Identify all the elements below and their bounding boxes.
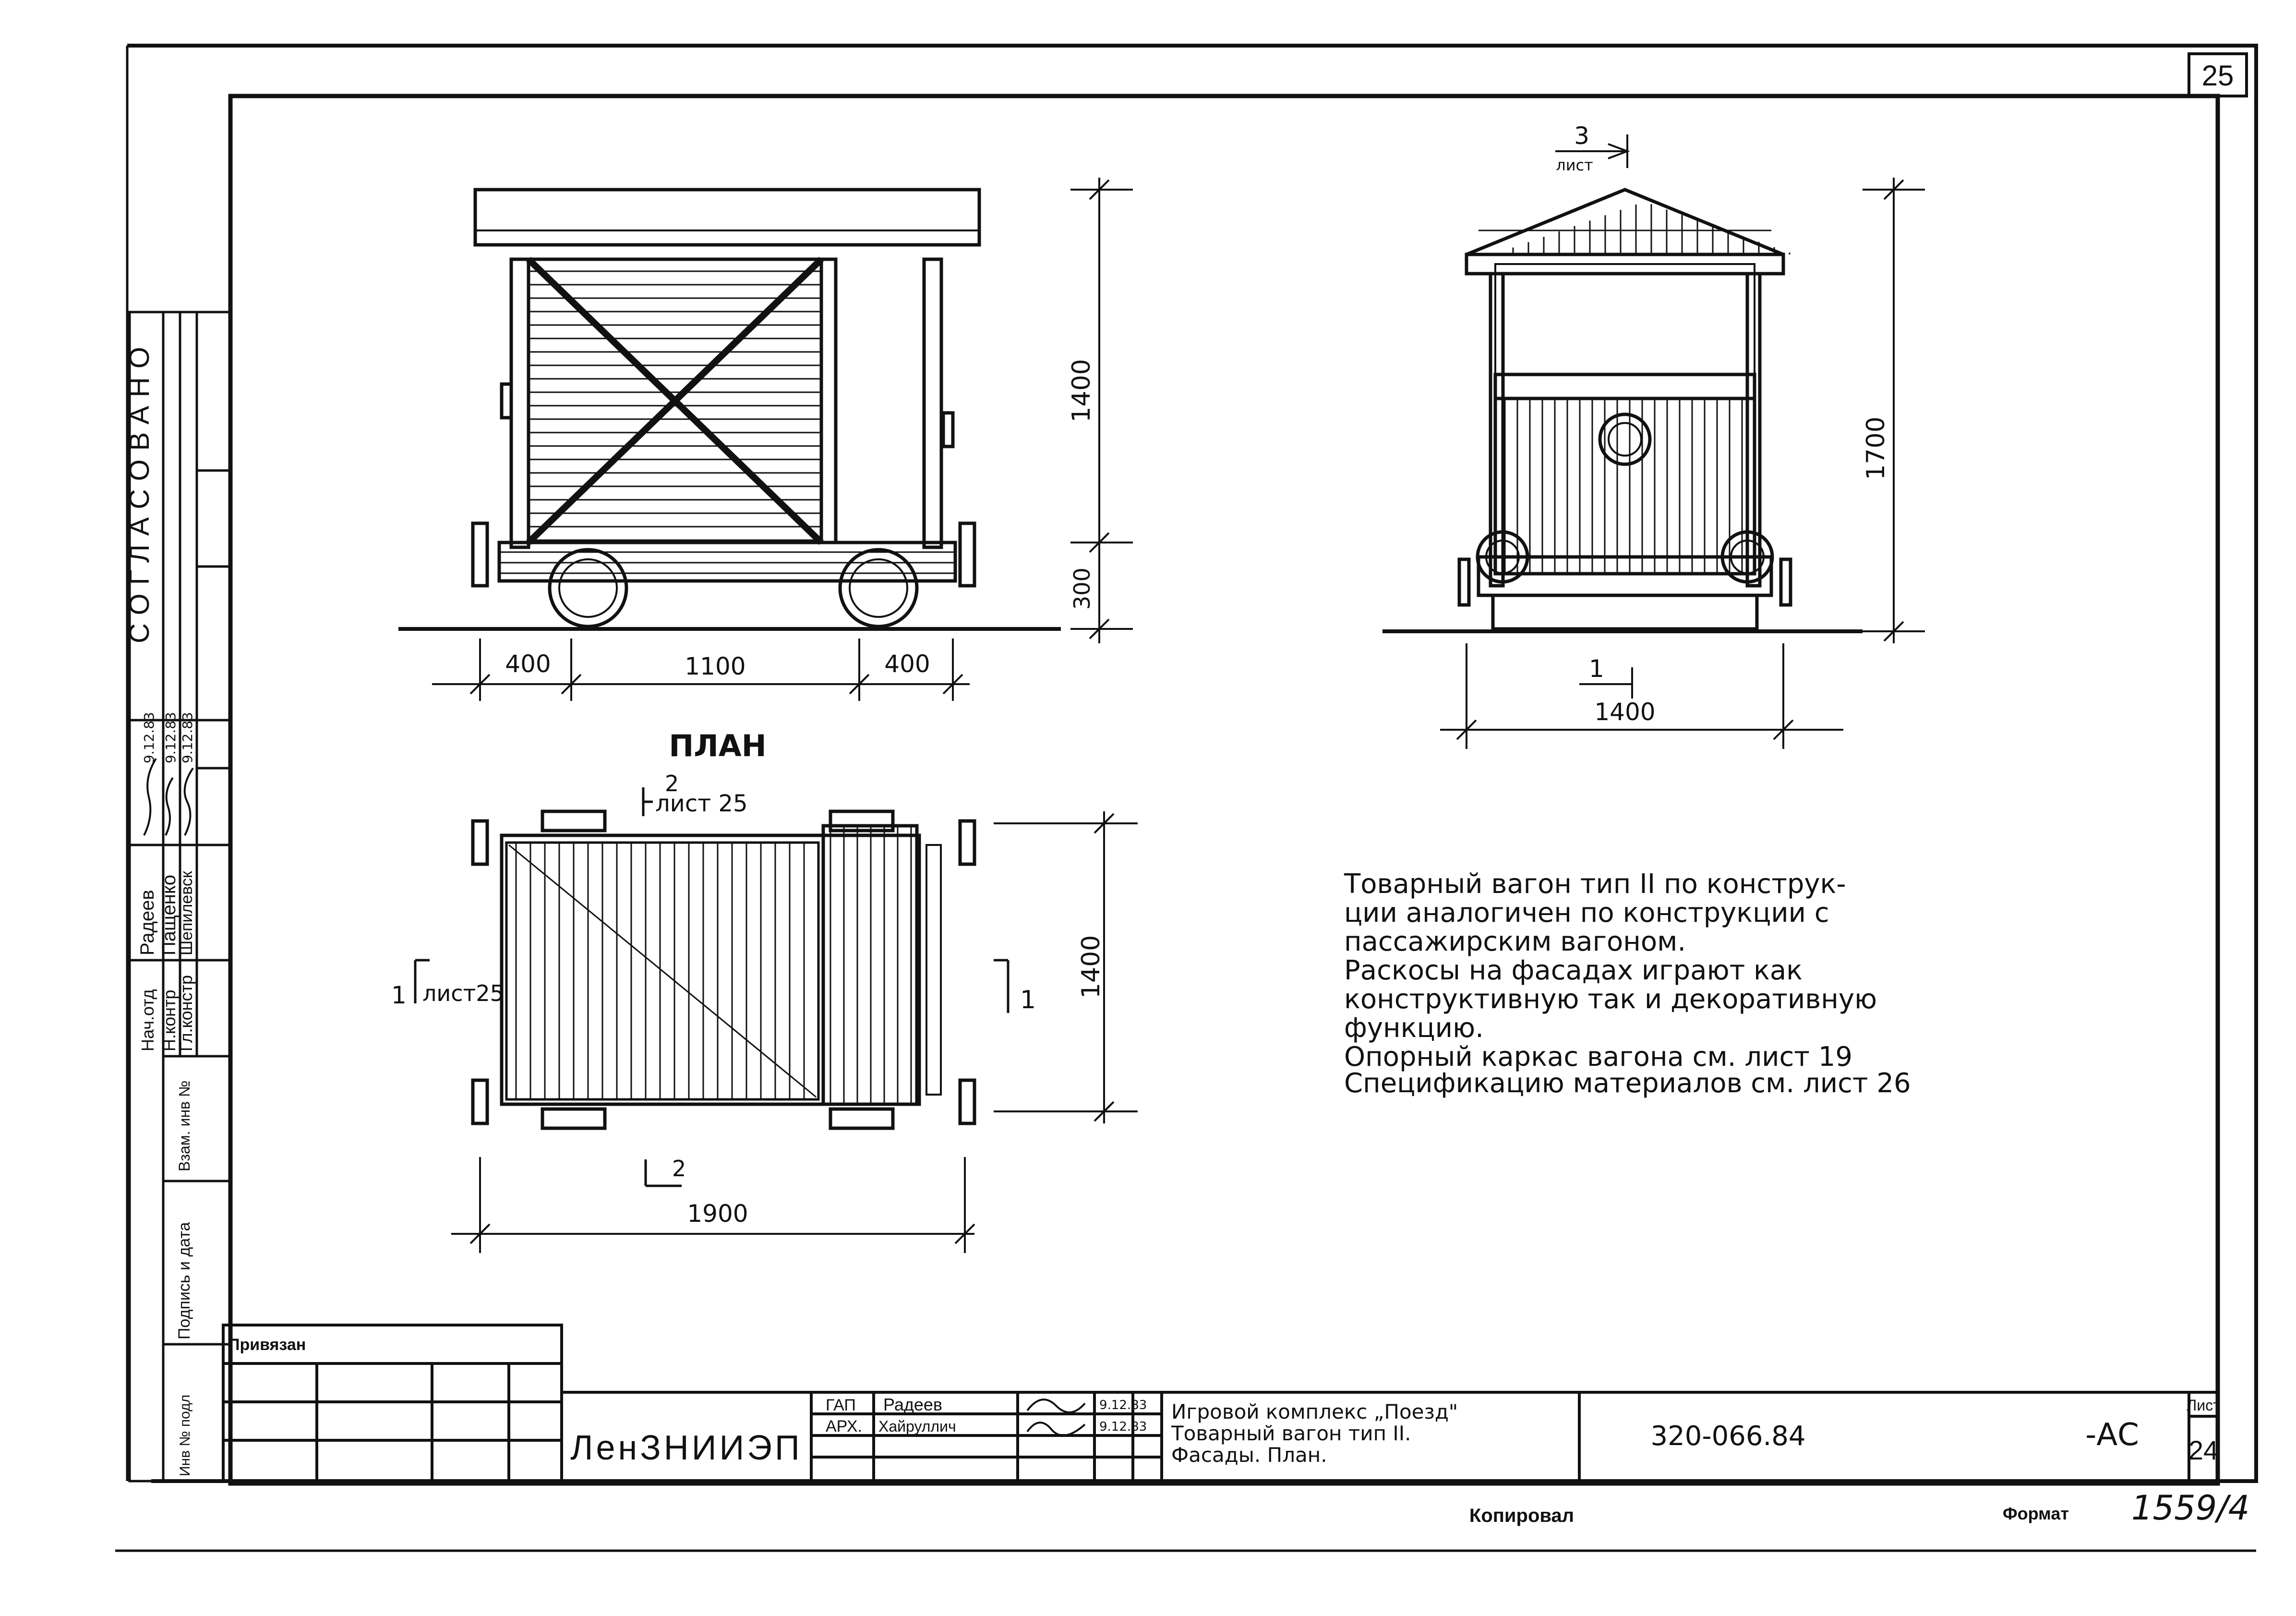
front-cut-mark: 1 <box>1589 655 1604 683</box>
notes-block: Товарный вагон тип II по конструк- ции а… <box>1344 868 1911 1099</box>
stamp-role-1: Нач.отд <box>138 989 157 1051</box>
bound-label: Привязан <box>228 1336 306 1354</box>
stamp-date-1: 9.12.83 <box>141 712 157 763</box>
plan-cut-left-sheet: лист25 <box>422 980 504 1006</box>
plan-view <box>471 809 976 1130</box>
project-title-line-1: Игровой комплекс „Поезд" <box>1171 1400 1458 1423</box>
side-dim-height-lower: 300 <box>1069 567 1095 610</box>
sheet-number: 24 <box>2188 1435 2218 1465</box>
title-role-1: ГАП <box>826 1396 856 1414</box>
page-number: 25 <box>2202 60 2234 92</box>
project-title-line-2: Товарный вагон тип II. <box>1171 1422 1411 1445</box>
format-label: Формат <box>2003 1504 2069 1523</box>
side-dim-bottom-right: 400 <box>884 650 930 678</box>
note-line-1: Товарный вагон тип II по конструк- <box>1344 868 1846 900</box>
stamp-name-1: Радеев <box>137 890 158 955</box>
plan-cut-marks <box>414 787 1010 1187</box>
stamp-name-3: Шепилевск <box>178 870 196 955</box>
front-section-mark-sheet: лист <box>1556 156 1593 174</box>
title-role-2: АРХ. <box>826 1417 862 1435</box>
note-line-3: пассажирским вагоном. <box>1344 926 1686 957</box>
document-code: 320-066.84 <box>1650 1421 1805 1452</box>
plan-cut-top-sheet: лист 25 <box>655 790 748 817</box>
stamp-signatures <box>143 758 194 836</box>
stamp-cell-replace: Взам. инв № <box>176 1081 193 1171</box>
left-stamp <box>128 311 232 1483</box>
stamp-date-2: 9.12.83 <box>163 712 179 763</box>
front-section-mark <box>1555 134 1630 168</box>
plan-title: ПЛАН <box>669 728 766 763</box>
plan-dimensions <box>451 811 1138 1253</box>
format-value: 1559/4 <box>2131 1488 2249 1528</box>
side-dim-bottom-left: 400 <box>505 650 551 678</box>
project-title-line-3: Фасады. План. <box>1171 1443 1327 1467</box>
stamp-cell-inv: Инв № подл <box>177 1395 193 1476</box>
side-dim-height-upper: 1400 <box>1067 359 1096 422</box>
plan-cut-right-number: 1 <box>1020 986 1036 1014</box>
title-block-frame <box>222 1324 2218 1483</box>
note-line-2: ции аналогичен по конструкции с <box>1344 897 1829 929</box>
title-name-1: Радеев <box>883 1395 942 1414</box>
plan-dim-width: 1900 <box>687 1200 748 1228</box>
plan-cut-bottom-number: 2 <box>672 1156 686 1182</box>
note-line-7: Опорный каркас вагона см. лист 19 <box>1344 1041 1852 1073</box>
sheet-label: Лист <box>2187 1397 2220 1414</box>
stamp-cell-sign: Подпись и дата <box>175 1222 193 1339</box>
plan-cut-left-number: 1 <box>391 981 407 1009</box>
front-dim-height: 1700 <box>1862 417 1890 480</box>
title-signatures <box>1026 1399 1086 1436</box>
agreed-label: СОГЛАСОВАНО <box>124 338 155 643</box>
side-dimensions <box>432 178 1133 701</box>
note-line-5: конструктивную так и декоративную <box>1344 984 1877 1015</box>
note-line-8: Спецификацию материалов см. лист 26 <box>1344 1068 1911 1099</box>
stamp-date-3: 9.12.83 <box>180 712 195 763</box>
note-line-6: функцию. <box>1344 1013 1484 1044</box>
title-name-2: Хайруллич <box>878 1418 956 1435</box>
side-dim-bottom-mid: 1100 <box>685 652 745 680</box>
side-elevation <box>398 188 1061 631</box>
stamp-role-3: Гл.констр <box>176 975 196 1051</box>
front-elevation-boards <box>1497 204 1791 574</box>
title-date-1: 9.12.83 <box>1099 1398 1147 1412</box>
copied-label: Копировал <box>1469 1505 1574 1526</box>
note-line-4: Раскосы на фасадах играют как <box>1344 955 1803 986</box>
plan-boards <box>515 826 912 1104</box>
front-dim-width: 1400 <box>1594 698 1655 726</box>
title-date-2: 9.12.83 <box>1099 1420 1147 1434</box>
front-dimensions <box>1440 178 1925 749</box>
plan-dim-height: 1400 <box>1077 935 1106 999</box>
front-section-mark-number: 3 <box>1574 122 1589 150</box>
document-stage: -АС <box>2085 1417 2139 1453</box>
organization-name: ЛенЗНИИЭП <box>570 1429 803 1467</box>
stamp-name-2: Пащенко <box>158 875 180 955</box>
plan-cut-top-number: 2 <box>665 771 679 796</box>
stamp-role-2: Н.контр <box>159 989 179 1051</box>
front-elevation <box>1382 188 1863 633</box>
side-elevation-boards <box>499 270 955 574</box>
